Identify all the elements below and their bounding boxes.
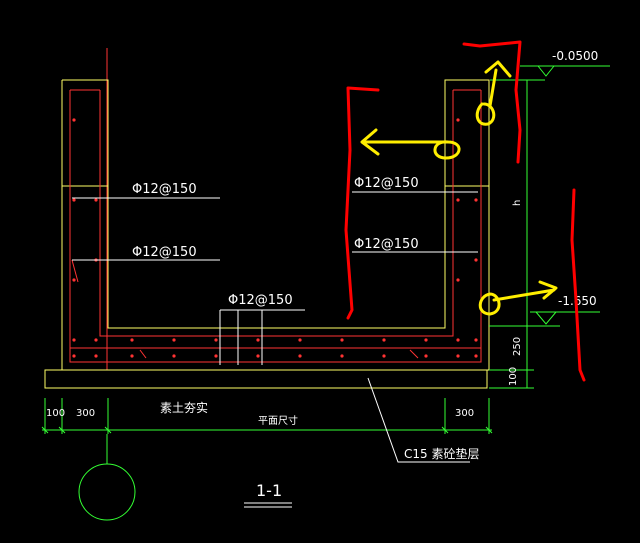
rebar-label-upper-right: Φ12@150 bbox=[354, 176, 419, 191]
elevation-marker-bottom bbox=[490, 311, 600, 327]
dim-100-right: 100 bbox=[508, 367, 519, 386]
rebar-leaders bbox=[72, 191, 478, 365]
section-title: 1-1 bbox=[256, 481, 282, 500]
cushion-leader bbox=[367, 377, 470, 463]
rebar-label-upper-left: Φ12@150 bbox=[132, 182, 197, 197]
dim-300-left: 300 bbox=[76, 408, 95, 419]
red-bracket-top-right bbox=[462, 40, 522, 164]
yellow-markup-strokes bbox=[360, 60, 558, 316]
rebar-dots bbox=[72, 118, 478, 358]
axis-bubble bbox=[78, 463, 136, 521]
cushion-label: C15 素砼垫层 bbox=[404, 446, 479, 461]
dim-300-right: 300 bbox=[455, 408, 474, 419]
yellow-arrow-left bbox=[360, 128, 448, 156]
dim-100-left: 100 bbox=[46, 408, 65, 419]
elevation-top-label: -0.0500 bbox=[552, 49, 598, 63]
yellow-arrow-up bbox=[475, 60, 512, 126]
dim-height-h: h bbox=[512, 200, 523, 206]
dimension-chain-bottom bbox=[41, 398, 493, 434]
red-markup-strokes bbox=[344, 40, 586, 382]
dimension-chain-right bbox=[489, 79, 534, 389]
red-bracket-left bbox=[344, 86, 380, 320]
yellow-loop-lower bbox=[478, 280, 558, 316]
rebar-label-lower-right: Φ12@150 bbox=[354, 237, 419, 252]
rebar-label-bottom: Φ12@150 bbox=[228, 293, 293, 308]
rebar-label-lower-left: Φ12@150 bbox=[132, 245, 197, 260]
red-bracket-lower-right bbox=[570, 188, 586, 382]
dim-inner-width: 平面尺寸 bbox=[258, 414, 298, 427]
rebar-cage bbox=[69, 89, 482, 363]
dim-250: 250 bbox=[512, 337, 523, 356]
compacted-soil-label: 素土夯实 bbox=[160, 400, 208, 415]
yellow-loop-mid bbox=[433, 140, 461, 160]
concrete-outline bbox=[44, 79, 490, 389]
